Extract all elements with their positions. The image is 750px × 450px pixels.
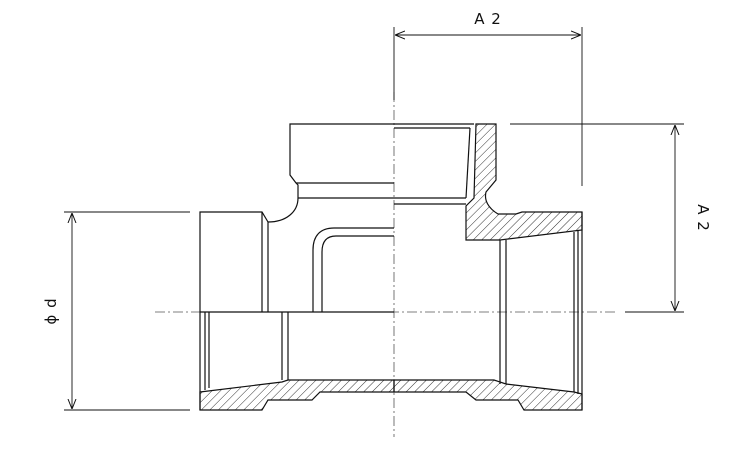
dimension-label-top: A 2 [474, 10, 502, 28]
dimension-label-right: A 2 [694, 204, 712, 232]
top-wall-hatch [465, 123, 583, 241]
right-lower-wall-hatch [393, 379, 583, 411]
top-branch-outline [267, 123, 394, 223]
dimension-label-left: ϕ d [42, 297, 60, 324]
external-view-left-half [199, 123, 394, 410]
dimension-lines [64, 27, 684, 411]
section-left-lower [199, 311, 395, 411]
section-right-half [393, 123, 583, 411]
body-boss-inner [321, 235, 394, 312]
left-run-hex [199, 211, 269, 410]
body-boss [312, 227, 394, 312]
left-wall-hatch [199, 379, 395, 411]
top-thread-taper [465, 127, 471, 199]
